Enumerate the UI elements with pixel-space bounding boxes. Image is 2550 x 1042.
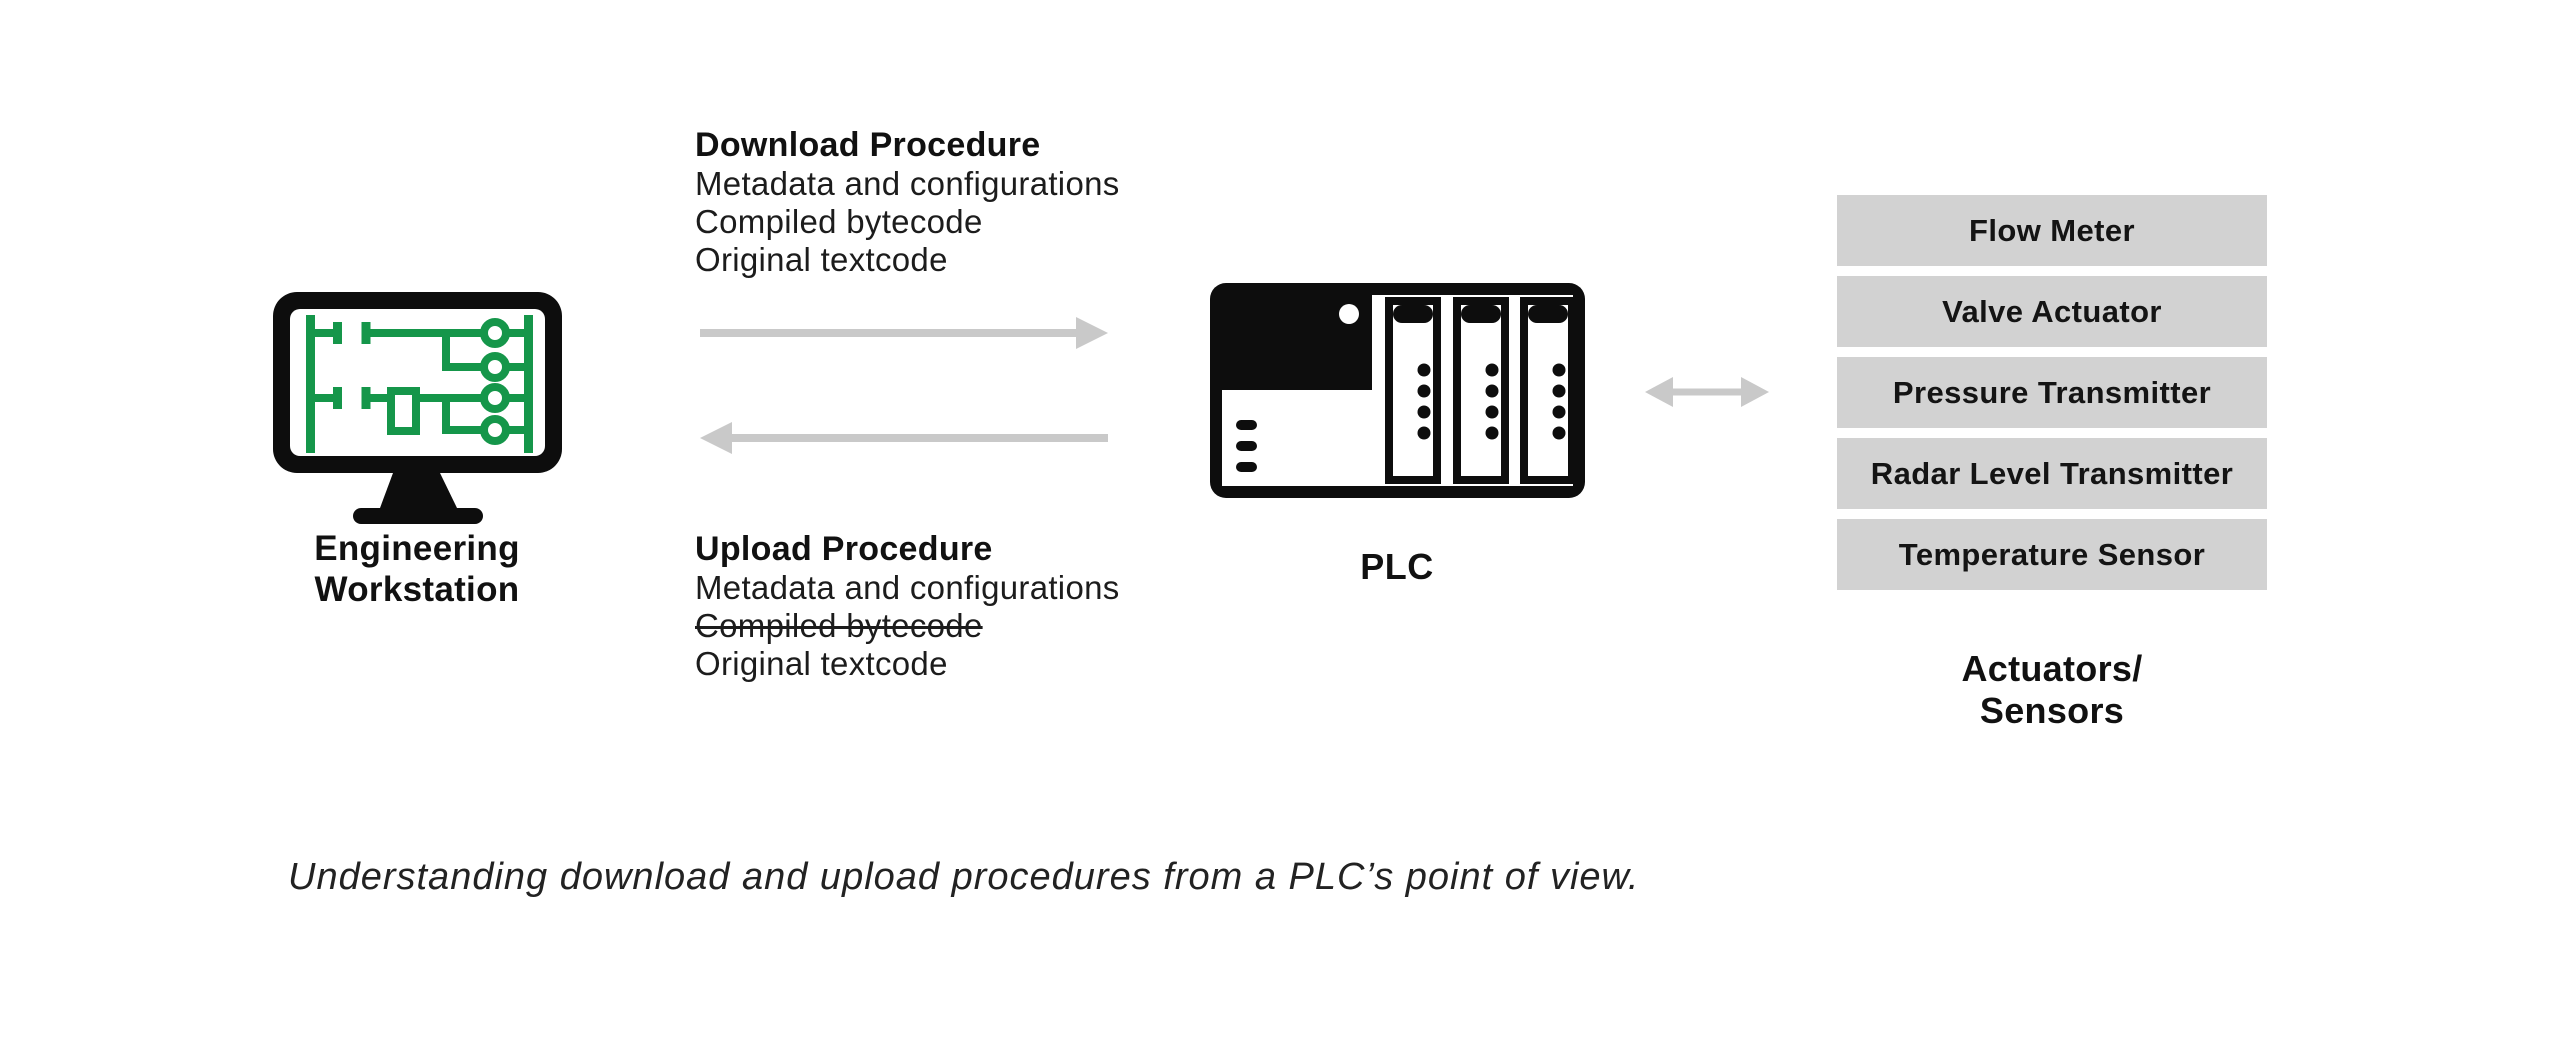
devices-group-label: Actuators/ Sensors (1837, 648, 2267, 732)
download-item-bytecode: Compiled bytecode (695, 203, 983, 240)
plc-io-modules-icon (1385, 297, 1576, 484)
device-label: Radar Level Transmitter (1870, 455, 2234, 491)
download-item-metadata: Metadata and configurations (695, 165, 1120, 202)
plc-cpu-icon (1222, 295, 1372, 472)
device-label: Pressure Transmitter (1892, 374, 2212, 410)
plc-label: PLC (1360, 546, 1434, 587)
device-box-pressure-transmitter: Pressure Transmitter (1837, 357, 2267, 428)
workstation-icon (273, 292, 562, 524)
figure-caption: Understanding download and upload proced… (288, 856, 1640, 898)
device-box-flow-meter: Flow Meter (1837, 195, 2267, 266)
upload-item-textcode: Original textcode (695, 645, 948, 682)
device-box-temperature-sensor: Temperature Sensor (1837, 519, 2267, 590)
download-procedure-block: Download Procedure Metadata and configur… (695, 125, 1215, 279)
workstation-label-line1: Engineering (314, 529, 520, 568)
devices-group-label-line2: Sensors (1979, 690, 2125, 731)
monitor-frame-icon (273, 292, 562, 524)
upload-item-bytecode-struck: Compiled bytecode (695, 607, 983, 644)
workstation-label: Engineering Workstation (242, 528, 592, 610)
upload-item-metadata: Metadata and configurations (695, 569, 1120, 606)
upload-procedure-title: Upload Procedure (695, 530, 993, 568)
device-box-radar-level-transmitter: Radar Level Transmitter (1837, 438, 2267, 509)
device-label: Temperature Sensor (1898, 536, 2206, 572)
download-procedure-title: Download Procedure (695, 126, 1041, 164)
fieldbus-arrow-left-right-icon (1645, 377, 1769, 407)
device-label: Flow Meter (1969, 212, 2135, 248)
device-label: Valve Actuator (1942, 293, 2162, 329)
upload-arrow-left-icon (700, 422, 1108, 454)
ladder-logic-icon (306, 315, 533, 453)
download-item-textcode: Original textcode (695, 241, 948, 278)
upload-procedure-block: Upload Procedure Metadata and configurat… (695, 529, 1215, 683)
devices-group-label-line1: Actuators/ (1961, 648, 2143, 689)
device-box-valve-actuator: Valve Actuator (1837, 276, 2267, 347)
workstation-label-line2: Workstation (314, 570, 520, 609)
download-arrow-right-icon (700, 317, 1108, 349)
plc-icon (1210, 283, 1585, 498)
